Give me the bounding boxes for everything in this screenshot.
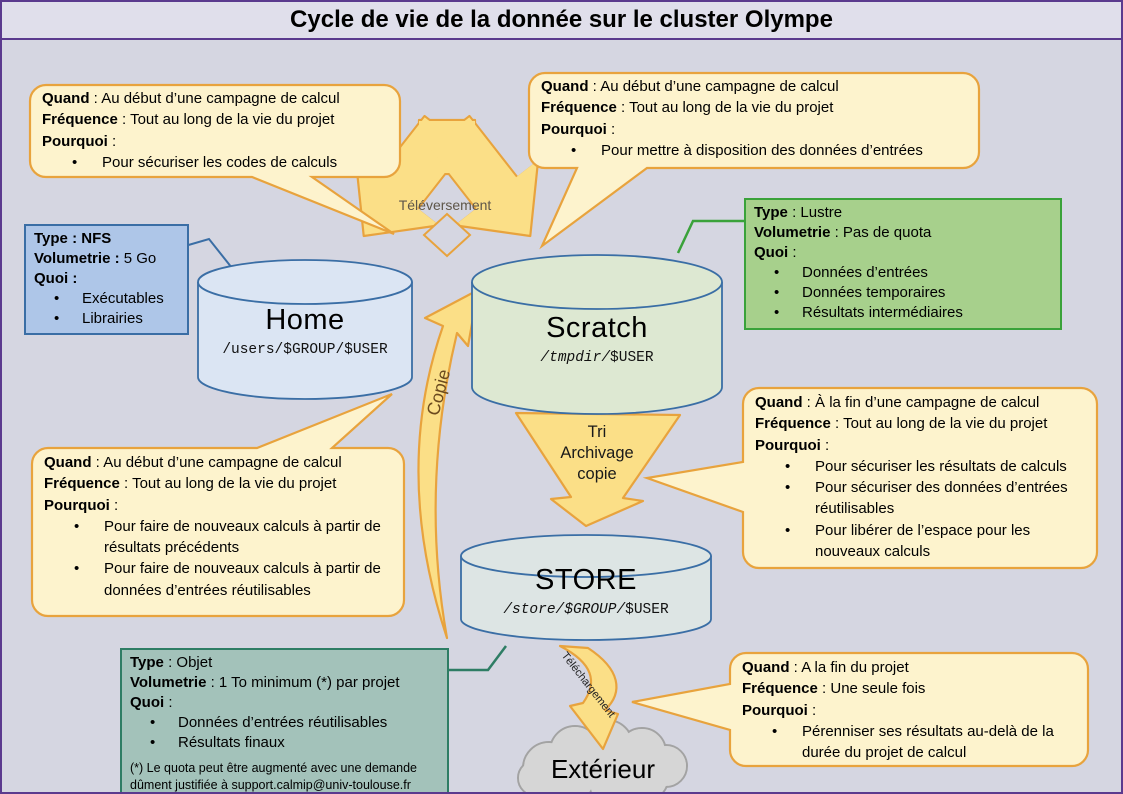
archive-arrow-label: Tri Archivage copie <box>560 423 634 484</box>
bullet-item: •Librairies <box>54 310 143 328</box>
quand-line: Quand : Au début d’une campagne de calcu… <box>42 90 340 107</box>
bullet-item: •Pour mettre à disposition des données d… <box>571 141 923 159</box>
store-cylinder <box>460 534 712 641</box>
frequence-line: Fréquence : Tout au long de la vie du pr… <box>42 111 335 129</box>
callout-secure-codes: Quand : Au début d’une campagne de calcu… <box>42 88 392 173</box>
infobox-scratch-lustre: Type : Lustre Volumetrie : Pas de quota … <box>744 198 1062 330</box>
callout-reuse-results-shape <box>30 392 406 618</box>
quand-line: Quand : A la fin du projet <box>742 659 909 676</box>
type-line: Type : Lustre <box>754 204 843 221</box>
bullet-item: •Pour libérer de l’espace pour les nouve… <box>785 521 1031 561</box>
pourquoi-line: Pourquoi : <box>755 436 830 454</box>
home-cylinder <box>197 259 413 400</box>
quota-note: (*) Le quota peut être augmenté avec une… <box>130 761 418 792</box>
page-title: Cycle de vie de la donnée sur le cluster… <box>2 2 1121 40</box>
bullet-item: •Pour sécuriser les codes de calculs <box>72 153 338 171</box>
upload-arrow-notch <box>422 212 472 258</box>
pourquoi-line: Pourquoi : <box>44 496 119 514</box>
bullet-item: •Résultats intermédiaires <box>774 304 963 322</box>
callout-provide-inputs: Quand : Au début d’une campagne de calcu… <box>541 76 971 161</box>
bullet-item: •Pour faire de nouveaux calculs à partir… <box>74 560 381 599</box>
bullet-item: •Données d’entrées <box>774 264 928 282</box>
frequence-line: Fréquence : Tout au long de la vie du pr… <box>755 415 1048 433</box>
quand-line: Quand : Au début d’une campagne de calcu… <box>44 454 342 471</box>
home-label: Home /users/$GROUP/$USER <box>198 304 412 358</box>
home-name: Home <box>265 304 345 336</box>
type-line: Type : NFS <box>34 230 112 247</box>
callout-reuse-results: Quand : Au début d’une campagne de calcu… <box>44 452 396 601</box>
quoi-line: Quoi : <box>130 694 173 712</box>
store-path: /store/$GROUP/$USER <box>503 602 669 618</box>
scratch-cylinder <box>471 254 723 415</box>
quoi-line: Quoi : <box>34 270 78 288</box>
exterior-cloud-label: Extérieur <box>550 754 656 784</box>
bullet-item: •Exécutables <box>54 290 164 308</box>
volumetrie-line: Volumetrie : 5 Go <box>34 250 157 268</box>
callout-perennity: Quand : A la fin du projet Fréquence : U… <box>742 657 1082 763</box>
quoi-line: Quoi : <box>754 244 797 262</box>
store-label: STORE /store/$GROUP/$USER <box>461 564 711 618</box>
callout-perennity-shape <box>631 651 1090 768</box>
connector-nfs-to-home <box>184 237 233 269</box>
scratch-name: Scratch <box>546 312 648 344</box>
frequence-line: Fréquence : Tout au long de la vie du pr… <box>541 99 834 117</box>
frequence-line: Fréquence : Tout au long de la vie du pr… <box>44 475 337 493</box>
pourquoi-line: Pourquoi : <box>742 701 817 719</box>
type-line: Type : Objet <box>130 654 213 671</box>
connector-lustre-to-scratch <box>676 219 744 254</box>
volumetrie-line: Volumetrie : 1 To minimum (*) par projet <box>130 674 400 692</box>
callout-secure-results-shape <box>642 386 1099 570</box>
bullet-item: •Données temporaires <box>774 284 946 302</box>
scratch-path: /tmpdir/$USER <box>540 350 654 366</box>
callout-secure-codes-shape <box>28 83 402 236</box>
callout-secure-results: Quand : À la fin d’une campagne de calcu… <box>755 392 1091 562</box>
connector-objet-to-store <box>449 645 507 672</box>
pourquoi-line: Pourquoi : <box>541 120 616 138</box>
quand-line: Quand : Au début d’une campagne de calcu… <box>541 78 839 95</box>
bullet-item: •Données d’entrées réutilisables <box>150 714 388 732</box>
pourquoi-line: Pourquoi : <box>42 132 117 150</box>
bullet-item: •Résultats finaux <box>150 734 285 752</box>
infobox-home-nfs: Type : NFS Volumetrie : 5 Go Quoi : •Exé… <box>24 224 189 336</box>
frequence-line: Fréquence : Une seule fois <box>742 680 926 698</box>
bullet-item: •Pour sécuriser des données d’entrées ré… <box>785 479 1068 518</box>
upload-arrow-label: Téléversement <box>398 197 492 213</box>
download-arrow <box>558 644 620 751</box>
volumetrie-line: Volumetrie : Pas de quota <box>754 224 932 242</box>
cloud-shape <box>517 719 688 792</box>
bullet-item: •Pour faire de nouveaux calculs à partir… <box>74 517 381 557</box>
scratch-label: Scratch /tmpdir/$USER <box>472 312 722 366</box>
callout-provide-inputs-shape <box>527 71 981 250</box>
quand-line: Quand : À la fin d’une campagne de calcu… <box>755 394 1040 411</box>
home-path: /users/$GROUP/$USER <box>222 342 388 358</box>
upload-arrow-fill <box>358 117 536 235</box>
archive-arrow <box>514 411 682 528</box>
bullet-item: •Pérenniser ses résultats au-delà de la … <box>772 722 1054 762</box>
store-name: STORE <box>535 564 637 596</box>
infobox-store-objet: Type : Objet Volumetrie : 1 To minimum (… <box>120 648 449 792</box>
bullet-item: •Pour sécuriser les résultats de calculs <box>785 457 1067 475</box>
